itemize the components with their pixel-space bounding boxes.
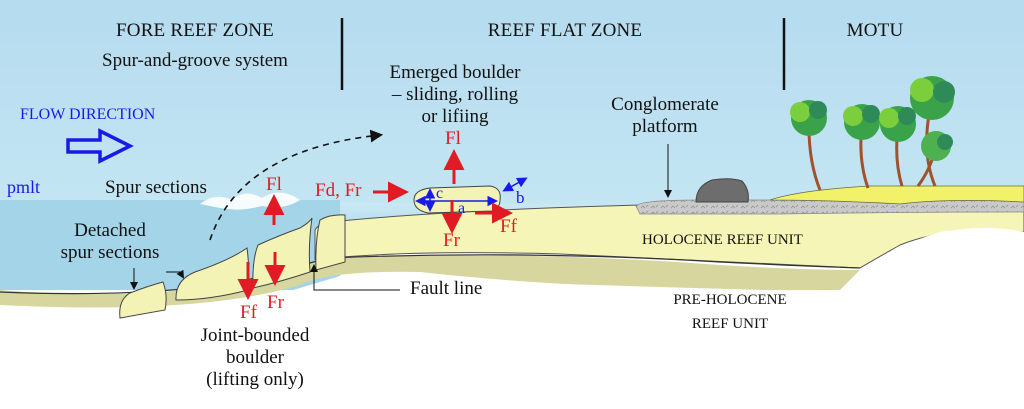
flow-direction-arrow xyxy=(66,128,134,164)
pre-holocene-label: PRE-HOLOCENE REEF UNIT xyxy=(673,292,787,332)
conglomerate-platform xyxy=(635,199,1024,215)
palm-tree xyxy=(916,131,953,187)
reef-front-block xyxy=(315,214,346,271)
detached-pointer-2 xyxy=(166,269,185,279)
fault-line-label: Fault line xyxy=(410,278,483,299)
boulder-resist-label: Fr xyxy=(443,230,460,251)
flow-direction-label: FLOW DIRECTION xyxy=(20,106,156,123)
spur-lift-label: Fl xyxy=(266,174,282,195)
zone-title-reef-flat: REEF FLAT ZONE xyxy=(487,20,643,41)
pre-holocene-reef-unit xyxy=(0,228,1024,404)
palm-tree xyxy=(790,100,827,191)
sky xyxy=(0,0,1024,210)
detached-spur-2 xyxy=(175,247,250,301)
zone-title-motu: MOTU xyxy=(846,20,904,41)
emerged-boulder-label: Emerged boulder – sliding, rolling or li… xyxy=(389,62,521,127)
palm-tree xyxy=(910,76,955,187)
motu-sand xyxy=(769,185,1024,205)
spur-friction-label: Ff xyxy=(240,302,257,323)
boulder-drag-label: Fd, Fr xyxy=(315,180,362,201)
fault-line-pointer xyxy=(310,264,400,291)
palm-tree xyxy=(879,106,916,187)
boulder-friction-label: Ff xyxy=(500,216,517,237)
boulder-lift-label: Fl xyxy=(445,128,461,149)
detached-spur-label: Detached spur sections xyxy=(60,220,160,263)
detached-spur-1 xyxy=(119,281,167,319)
axis-a-label: a xyxy=(458,200,466,217)
axis-b-label: b xyxy=(516,188,525,207)
platform-boulder xyxy=(695,178,749,203)
conglomerate-label: Conglomerate platform xyxy=(611,94,719,137)
axis-c-label: c xyxy=(436,185,444,202)
spur-resist-label: Fr xyxy=(267,292,284,313)
palm-tree xyxy=(843,104,880,189)
palm-trees xyxy=(790,76,955,191)
holocene-label: HOLOCENE REEF UNIT xyxy=(642,232,803,248)
joint-bounded-label: Joint-bounded boulder (lifting only) xyxy=(200,325,310,390)
spur-sections-label: Spur sections xyxy=(105,177,207,198)
axis-b-arrow xyxy=(502,177,528,192)
trajectory-dashed-arrow xyxy=(209,129,384,241)
pmlt-label: pmlt xyxy=(7,177,41,197)
spur-groove-label: Spur-and-groove system xyxy=(102,50,288,71)
zone-title-fore-reef: FORE REEF ZONE xyxy=(116,20,274,41)
